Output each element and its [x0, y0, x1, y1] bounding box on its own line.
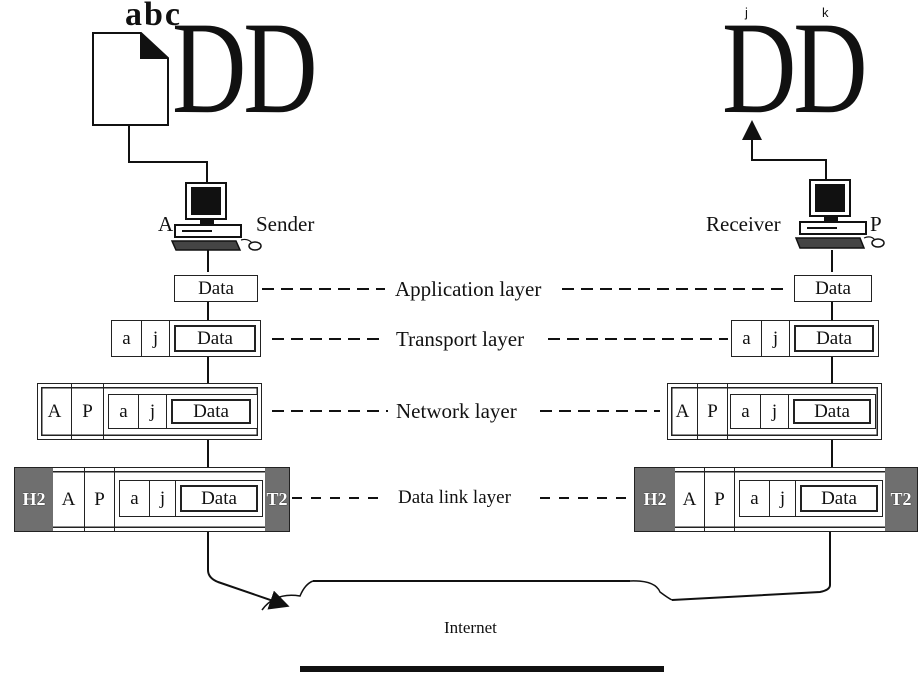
- network-layer-label: Network layer: [396, 399, 517, 423]
- link-trailer: T2: [265, 468, 289, 531]
- receiver-id: P: [870, 212, 882, 236]
- network-data: Data: [171, 399, 251, 424]
- link-trailer: T2: [885, 468, 917, 531]
- right-top-letter-j: j: [745, 5, 748, 20]
- link-payload-segment: a j Data: [119, 480, 263, 517]
- left-top-letters: abc: [125, 0, 182, 33]
- network-dst-addr: P: [85, 468, 115, 531]
- transport-src-port: a: [112, 321, 142, 356]
- document-icon: [92, 32, 169, 126]
- network-src-addr: A: [38, 384, 72, 439]
- transport-src-port: a: [740, 481, 770, 516]
- network-src-addr: A: [668, 384, 698, 439]
- receiver-transport-segment: a j Data: [731, 320, 879, 357]
- sender-role: Sender: [256, 212, 315, 236]
- left-big-glyphs: DD: [172, 0, 318, 141]
- sender-transport-segment: a j Data: [111, 320, 261, 357]
- right-internet-link: [671, 531, 831, 601]
- datalink-layer-label: Data link layer: [398, 487, 511, 508]
- receiver-computer-icon: [794, 179, 885, 249]
- transport-dst-port: j: [770, 481, 796, 516]
- receiver-app-data: Data: [794, 275, 872, 302]
- network-src-addr: A: [675, 468, 705, 531]
- network-dst-addr: P: [72, 384, 104, 439]
- right-top-letter-k: k: [822, 5, 829, 20]
- transport-dst-port: j: [761, 395, 789, 428]
- sender-id: A: [158, 212, 174, 236]
- network-src-addr: A: [53, 468, 85, 531]
- right-big-glyphs: DD: [722, 0, 868, 141]
- transport-dst-port: j: [762, 321, 790, 356]
- transport-src-port: a: [109, 395, 139, 428]
- application-layer-label: Application layer: [395, 277, 542, 301]
- link-payload-segment: a j Data: [739, 480, 883, 517]
- network-dst-addr: P: [705, 468, 735, 531]
- left-internet-link: [207, 531, 290, 610]
- transport-dst-port: j: [139, 395, 167, 428]
- sender-link-frame: H2 A P a j Data T2: [14, 467, 290, 532]
- link-data: Data: [800, 485, 878, 512]
- transport-dst-port: j: [142, 321, 170, 356]
- network-payload-segment: a j Data: [108, 394, 258, 429]
- link-header: H2: [635, 468, 675, 531]
- receiver-network-datagram: A P a j Data: [667, 383, 882, 440]
- transport-src-port: a: [732, 321, 762, 356]
- transport-src-port: a: [731, 395, 761, 428]
- transport-data: Data: [794, 325, 874, 352]
- network-dst-addr: P: [698, 384, 728, 439]
- network-data: Data: [793, 399, 871, 424]
- transport-dst-port: j: [150, 481, 176, 516]
- sender-network-datagram: A P a j Data: [37, 383, 262, 440]
- internet-label: Internet: [444, 618, 497, 637]
- left-doc-link: [128, 125, 208, 185]
- network-payload-segment: a j Data: [730, 394, 876, 429]
- right-doc-link: [742, 120, 827, 180]
- receiver-role: Receiver: [706, 212, 781, 236]
- transport-layer-label: Transport layer: [396, 327, 525, 351]
- sender-app-data: Data: [174, 275, 258, 302]
- link-data: Data: [180, 485, 258, 512]
- sender-computer-icon: [170, 182, 262, 251]
- link-header: H2: [15, 468, 53, 531]
- transport-data: Data: [174, 325, 256, 352]
- receiver-link-frame: H2 A P a j Data T2: [634, 467, 918, 532]
- transport-src-port: a: [120, 481, 150, 516]
